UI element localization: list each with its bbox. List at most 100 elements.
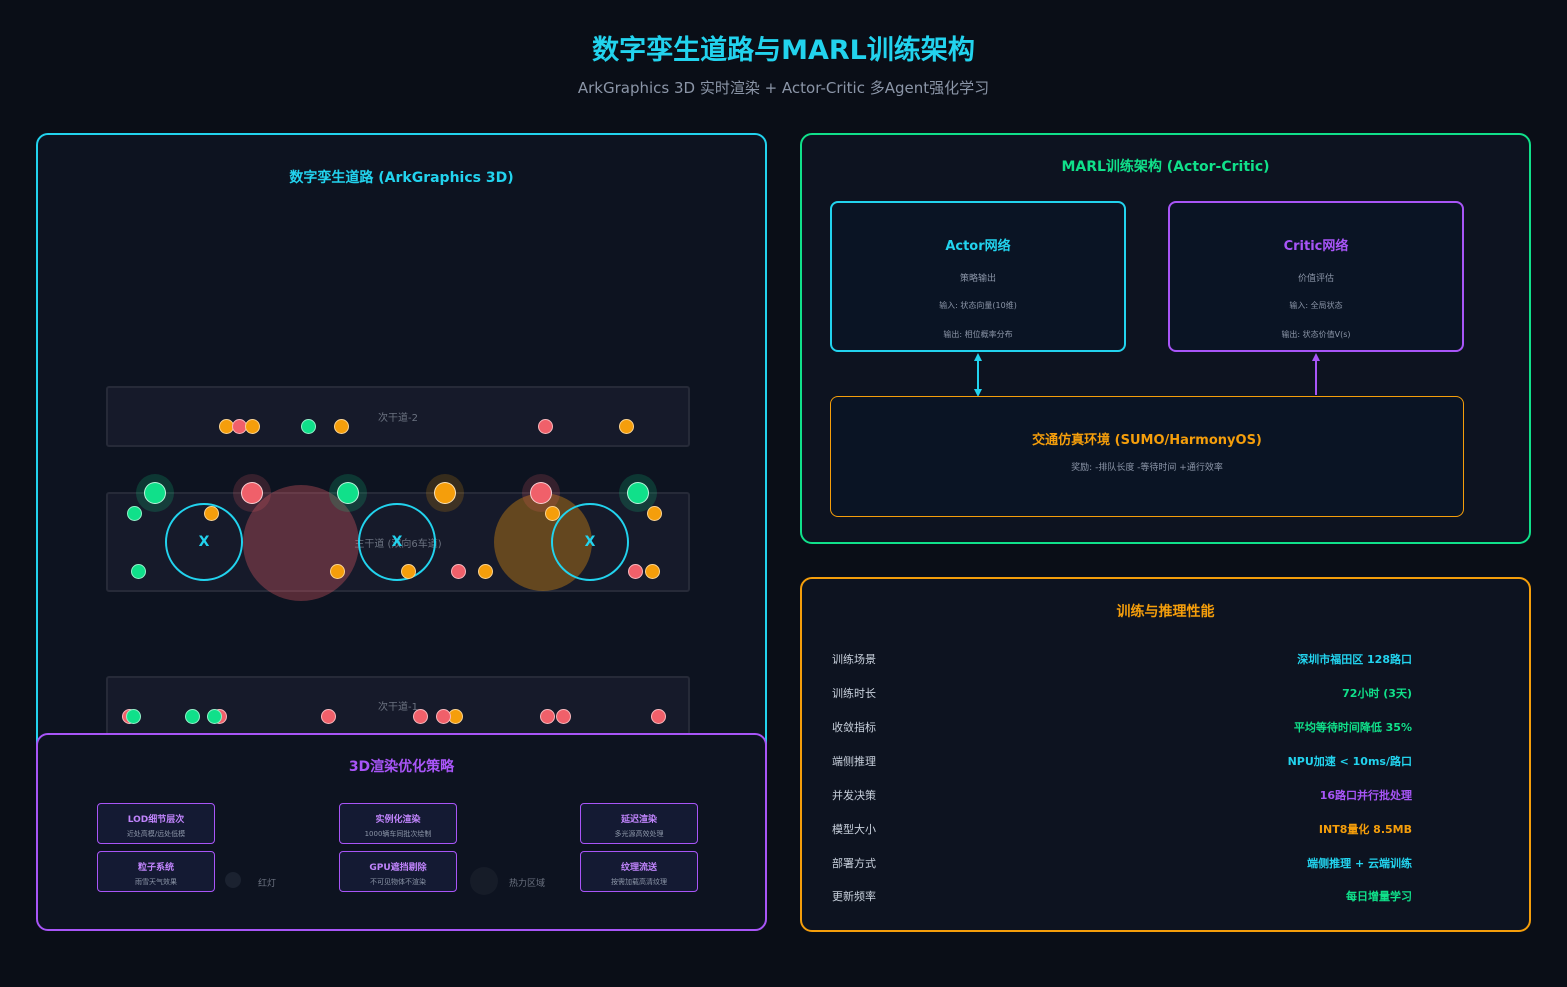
digital-twin-panel: 数字孪生道路 (ArkGraphics 3D) 次干道-2 主干道 (双向6车道…	[36, 133, 767, 763]
agent-marker: X	[551, 503, 629, 581]
render-strategy-deferred: 延迟渲染 多光源高效处理	[580, 803, 698, 844]
critic-role: 价值评估	[1297, 274, 1334, 284]
performance-value: 每日增量学习	[1346, 890, 1412, 903]
traffic-light-green	[136, 474, 174, 512]
performance-value: 16路口并行批处理	[1319, 789, 1412, 802]
traffic-light-green	[329, 474, 367, 512]
performance-label: 端侧推理	[832, 755, 876, 768]
strategy-title: 粒子系统	[137, 863, 174, 873]
vehicle	[185, 709, 200, 724]
render-strategy-texture-streaming: 纹理流送 按需加载高清纹理	[580, 851, 698, 892]
strategy-desc: 多光源高效处理	[614, 830, 664, 838]
performance-label: 部署方式	[832, 857, 876, 870]
env-reward: 奖励: -排队长度 -等待时间 +通行效率	[1071, 463, 1223, 473]
env-critic-arrow	[1312, 353, 1320, 395]
legend-red-label: 红灯	[258, 879, 277, 889]
vehicle	[401, 564, 416, 579]
heat-zone-red	[243, 485, 359, 601]
traffic-light-yellow	[426, 474, 464, 512]
performance-label: 并发决策	[832, 789, 876, 802]
legend-heat-label: 热力区域	[509, 879, 546, 889]
render-strategy-lod: LOD细节层次 近处高模/远处低模	[97, 803, 215, 844]
marl-title: MARL训练架构 (Actor-Critic)	[1061, 159, 1270, 175]
vehicle	[619, 419, 634, 434]
vehicle	[321, 709, 336, 724]
secondary-road-1-label: 次干道-1	[378, 702, 418, 713]
vehicle	[413, 709, 428, 724]
performance-value: 端侧推理 + 云端训练	[1307, 857, 1412, 870]
vehicle	[301, 419, 316, 434]
env-title: 交通仿真环境 (SUMO/HarmonyOS)	[1032, 433, 1262, 448]
performance-value: NPU加速 < 10ms/路口	[1287, 755, 1412, 768]
actor-network-box: Actor网络 策略输出 输入: 状态向量(10维) 输出: 相位概率分布	[830, 201, 1126, 352]
agent-marker: X	[165, 503, 243, 581]
marl-architecture-panel: MARL训练架构 (Actor-Critic) Actor网络 策略输出 输入:…	[800, 133, 1531, 544]
performance-row: 训练场景 深圳市福田区 128路口	[832, 651, 1412, 671]
vehicle	[207, 709, 222, 724]
legend-red-swatch	[225, 872, 241, 888]
performance-panel: 训练与推理性能 训练场景 深圳市福田区 128路口训练时长 72小时 (3天) 收敛指…	[800, 577, 1531, 932]
performance-row: 训练时长 72小时 (3天)	[832, 685, 1412, 705]
page-title: 数字孪生道路与MARL训练架构	[592, 35, 975, 66]
vehicle	[127, 506, 142, 521]
agent-marker: X	[358, 503, 436, 581]
render-optimization-panel: 3D渲染优化策略 绿灯 红灯 热力区域 LOD细节层次 近处高模/远处低模 实例…	[36, 733, 767, 931]
secondary-road-1: 次干道-1	[106, 676, 690, 736]
strategy-desc: 近处高模/远处低模	[126, 830, 186, 838]
performance-row: 更新频率 每日增量学习	[832, 888, 1412, 908]
critic-input: 输入: 全局状态	[1289, 301, 1343, 310]
vehicle	[538, 419, 553, 434]
flow-arrows	[974, 353, 1320, 397]
vehicle	[204, 506, 219, 521]
strategy-desc: 1000辆车同批次绘制	[364, 830, 432, 838]
vehicle	[126, 709, 141, 724]
strategy-title: 实例化渲染	[375, 815, 421, 825]
render-strategy-particles: 粒子系统 雨雪天气效果	[97, 851, 215, 892]
vehicle	[478, 564, 493, 579]
vehicle	[628, 564, 643, 579]
strategy-title: GPU遮挡剔除	[369, 863, 427, 873]
traffic-light-red	[233, 474, 271, 512]
actor-input: 输入: 状态向量(10维)	[939, 301, 1017, 310]
performance-row: 端侧推理 NPU加速 < 10ms/路口	[832, 753, 1412, 773]
vehicle	[647, 506, 662, 521]
strategy-title: LOD细节层次	[127, 815, 185, 825]
vehicle	[436, 709, 451, 724]
vehicle	[330, 564, 345, 579]
critic-network-box: Critic网络 价值评估 输入: 全局状态 输出: 状态价值V(s)	[1168, 201, 1464, 352]
performance-value: 深圳市福田区 128路口	[1297, 653, 1412, 666]
critic-title: Critic网络	[1283, 239, 1349, 254]
traffic-light-green	[619, 474, 657, 512]
strategy-title: 延迟渲染	[620, 815, 657, 825]
performance-value: 72小时 (3天)	[1342, 687, 1412, 700]
performance-label: 训练时长	[832, 687, 876, 700]
strategy-desc: 雨雪天气效果	[135, 878, 177, 886]
strategy-desc: 不可见物体不渲染	[370, 878, 426, 886]
performance-value: INT8量化 8.5MB	[1318, 823, 1412, 836]
performance-row: 收敛指标 平均等待时间降低 35%	[832, 719, 1412, 739]
performance-label: 收敛指标	[832, 721, 876, 734]
secondary-road-2-label: 次干道-2	[378, 413, 418, 424]
vehicle	[131, 564, 146, 579]
performance-title: 训练与推理性能	[1116, 604, 1215, 620]
actor-env-arrow	[974, 353, 982, 397]
simulation-environment-box: 交通仿真环境 (SUMO/HarmonyOS) 奖励: -排队长度 -等待时间 …	[830, 396, 1464, 517]
secondary-road-2: 次干道-2	[106, 386, 690, 447]
critic-output: 输出: 状态价值V(s)	[1281, 330, 1351, 339]
vehicle	[645, 564, 660, 579]
vehicle	[540, 709, 555, 724]
performance-row: 部署方式 端侧推理 + 云端训练	[832, 855, 1412, 875]
page-subtitle: ArkGraphics 3D 实时渲染 + Actor-Critic 多Agen…	[577, 79, 990, 97]
vehicle	[245, 419, 260, 434]
vehicle	[334, 419, 349, 434]
performance-label: 训练场景	[832, 653, 876, 666]
legend-heat-swatch	[470, 867, 498, 895]
render-strategy-occlusion: GPU遮挡剔除 不可见物体不渲染	[339, 851, 457, 892]
performance-value: 平均等待时间降低 35%	[1293, 721, 1412, 734]
strategy-desc: 按需加载高清纹理	[611, 878, 667, 886]
vehicle	[556, 709, 571, 724]
actor-output: 输出: 相位概率分布	[943, 330, 1013, 339]
performance-label: 更新频率	[832, 890, 876, 903]
actor-role: 策略输出	[959, 274, 996, 284]
